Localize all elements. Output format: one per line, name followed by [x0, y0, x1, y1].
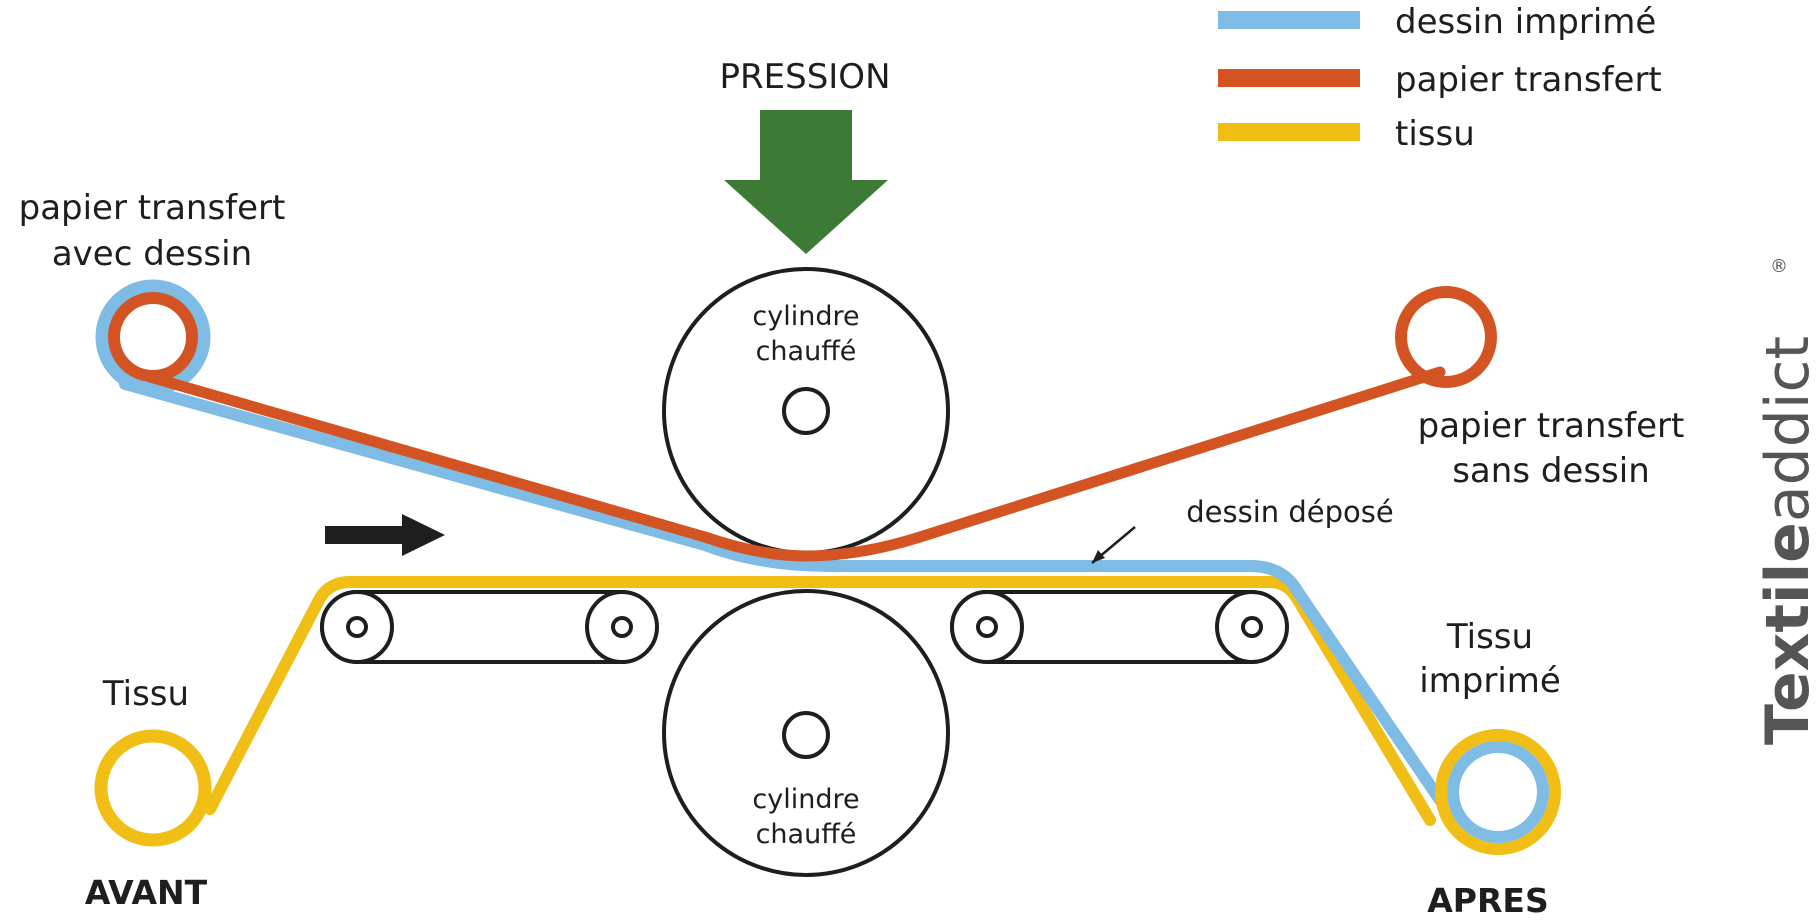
printed-fabric-roll: [1435, 729, 1561, 855]
brand-bold-part: Textile: [1753, 522, 1820, 745]
legend-label-fabric: tissu: [1395, 114, 1475, 154]
bottom-cylinder-label-line2: chauffé: [756, 819, 857, 850]
brand-regular-part: addict: [1753, 336, 1820, 522]
top-heated-cylinder: cylindre chauffé: [662, 267, 950, 555]
transfer-paper-path: [144, 366, 1446, 562]
paper-out-label-line2: sans dessin: [1452, 451, 1650, 491]
left-conveyor: [320, 590, 659, 664]
fabric-in-label: Tissu: [102, 674, 189, 714]
printed-design-path: [119, 378, 1446, 806]
bottom-cylinder-axle: [782, 711, 830, 759]
brand-registered-mark: ®: [1770, 256, 1788, 277]
legend-label-transfer-paper: papier transfert: [1395, 60, 1662, 100]
svg-text:Textileaddict: Textileaddict: [1753, 336, 1820, 745]
top-cylinder-axle: [782, 387, 830, 435]
bottom-cylinder-label-line1: cylindre: [752, 784, 859, 815]
bottom-heated-cylinder: cylindre chauffé: [662, 589, 950, 877]
top-cylinder-label-line1: cylindre: [752, 301, 859, 332]
fabric-out-label-line1: Tissu: [1446, 617, 1533, 657]
paper-in-label-line2: avec dessin: [52, 234, 252, 274]
brand-logo: Textileaddict: [1753, 336, 1820, 745]
fabric-supply-roll: [94, 729, 212, 847]
paper-in-label-line1: papier transfert: [19, 188, 286, 228]
right-conveyor: [950, 590, 1289, 664]
paper-takeup-roll: [1395, 286, 1497, 388]
down-arrow-icon: [724, 110, 888, 254]
legend: dessin imprimé papier transfert tissu: [1218, 2, 1662, 154]
right-arrow-icon: [325, 514, 445, 556]
paper-out-label-line1: papier transfert: [1418, 406, 1685, 446]
top-cylinder-label-line2: chauffé: [756, 336, 857, 367]
design-deposited-label: dessin déposé: [1186, 495, 1393, 529]
legend-label-printed-design: dessin imprimé: [1395, 2, 1656, 42]
design-deposited-pointer: [1091, 526, 1136, 564]
pressure-label: PRESSION: [720, 57, 891, 97]
fabric-out-label-line2: imprimé: [1419, 661, 1561, 701]
after-label: APRES: [1427, 881, 1548, 920]
before-label: AVANT: [85, 873, 208, 912]
